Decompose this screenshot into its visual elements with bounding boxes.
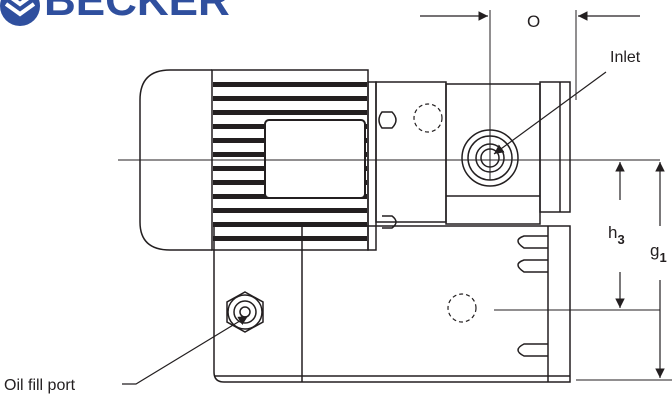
oil-fill-port-label: Oil fill port bbox=[4, 377, 76, 394]
lower-pump-housing bbox=[213, 225, 571, 383]
lower-slot-2 bbox=[517, 259, 548, 273]
motor-flange bbox=[367, 81, 377, 251]
hidden-feature-lower bbox=[447, 293, 477, 323]
becker-logo: BECKER bbox=[0, 0, 230, 26]
pump-head bbox=[445, 83, 541, 225]
motor-end-cap bbox=[139, 69, 212, 251]
logo-emblem-icon bbox=[0, 0, 40, 26]
lower-slot-1 bbox=[517, 235, 548, 249]
coupling-housing bbox=[375, 81, 447, 223]
hidden-feature-upper bbox=[413, 103, 443, 133]
dimension-h3-label: h3 bbox=[608, 223, 625, 247]
dimension-g1-label: g1 bbox=[650, 241, 667, 265]
dimension-o-label: O bbox=[527, 12, 540, 31]
inlet-label: Inlet bbox=[610, 49, 641, 66]
coupling-slot bbox=[378, 111, 397, 129]
logo-text: BECKER bbox=[44, 0, 230, 25]
coupling-slot-lower bbox=[382, 215, 397, 229]
lower-slot-3 bbox=[517, 343, 548, 357]
terminal-box bbox=[264, 119, 366, 199]
end-cover bbox=[539, 81, 571, 213]
oil-fill-leader-line bbox=[122, 315, 249, 385]
inlet-leader-line bbox=[493, 71, 607, 155]
